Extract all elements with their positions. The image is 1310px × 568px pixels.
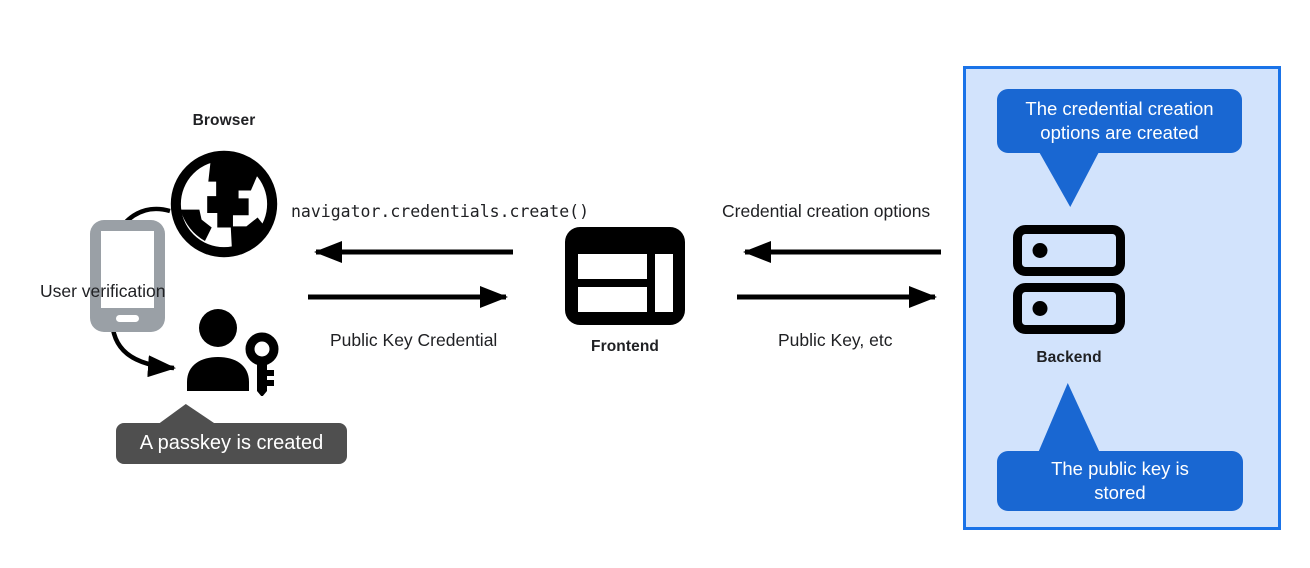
public-key-label: Public Key, etc xyxy=(778,330,893,350)
backend-panel: The credential creation options are crea… xyxy=(963,66,1281,530)
frontend-label: Frontend xyxy=(591,338,659,355)
credential-options-bubble: The credential creation options are crea… xyxy=(997,89,1242,153)
passkey-bubble-text: A passkey is created xyxy=(139,432,324,454)
credential-options-label: Credential creation options xyxy=(722,201,931,221)
backend-label: Backend xyxy=(1036,349,1102,366)
public-key-stored-bubble-text: The public key is stored xyxy=(1051,457,1189,503)
server-stack-icon xyxy=(1013,225,1125,334)
browser-label: Browser xyxy=(192,112,256,129)
public-key-credential-label: Public Key Credential xyxy=(330,330,498,350)
passkey-bubble: A passkey is created xyxy=(116,423,347,464)
user-with-key-icon xyxy=(187,309,279,396)
browser-window-icon xyxy=(565,227,685,325)
globe-icon xyxy=(170,150,278,258)
user-verification-label: User verification xyxy=(40,281,166,301)
phone-icon xyxy=(90,220,165,332)
create-call-label: navigator.credentials.create() xyxy=(291,202,590,221)
public-key-stored-bubble-tail xyxy=(1038,383,1100,453)
credential-options-bubble-tail xyxy=(1038,150,1100,207)
public-key-stored-bubble: The public key is stored xyxy=(997,451,1243,511)
credential-options-bubble-text: The credential creation options are crea… xyxy=(1025,97,1214,143)
passkey-bubble-tail xyxy=(157,404,217,425)
